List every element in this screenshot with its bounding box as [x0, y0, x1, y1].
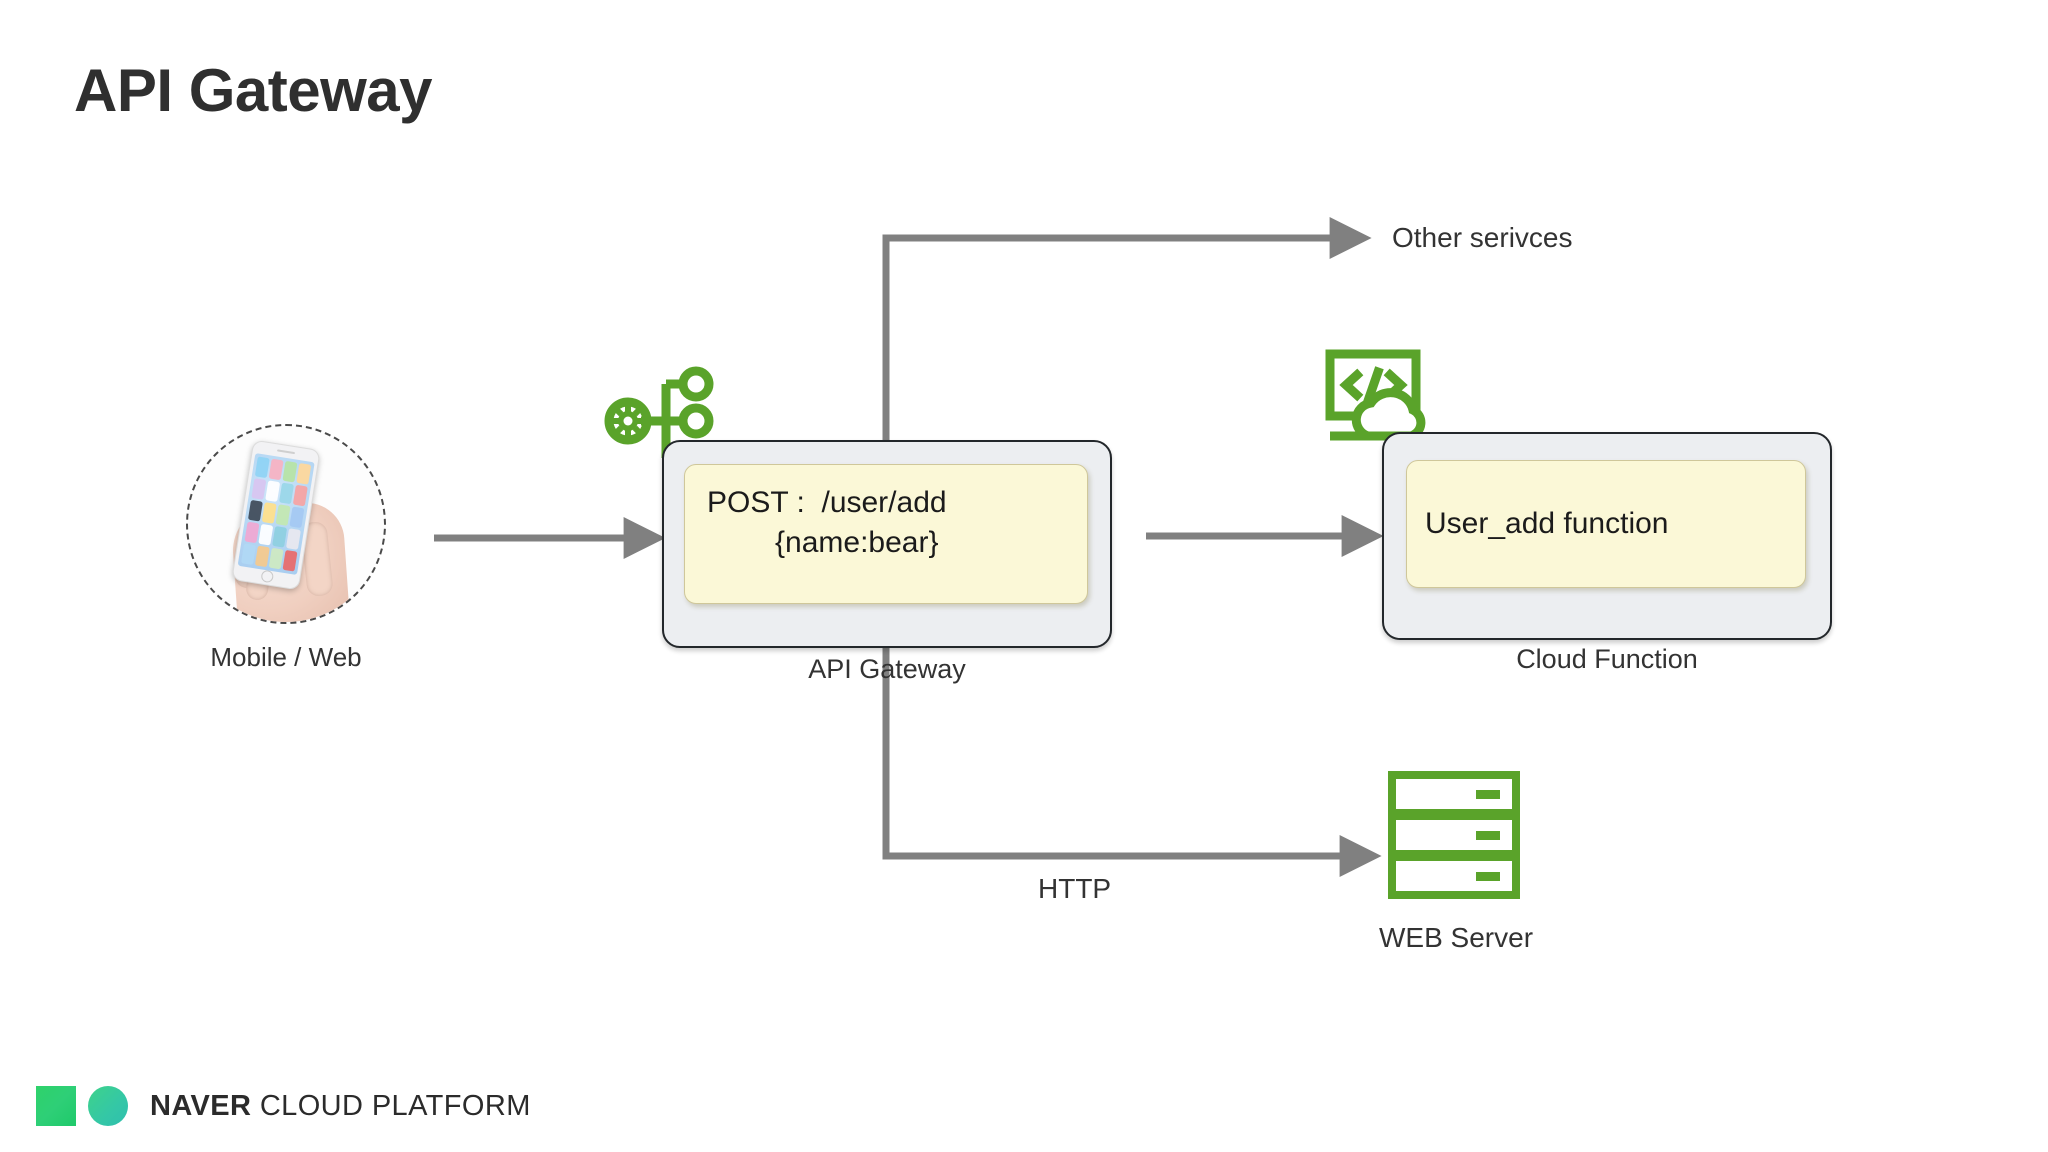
node-mobile-web[interactable]: Mobile / Web: [186, 424, 386, 672]
edge-label-http: HTTP: [1038, 873, 1112, 904]
app-icon: [241, 542, 257, 566]
api-gateway-request-box: POST : /user/add {name:bear}: [684, 464, 1088, 604]
phone-screen: [237, 453, 315, 576]
app-icon: [295, 462, 312, 486]
node-web-server[interactable]: WEB Server: [1379, 770, 1533, 953]
logo-wordmark: NAVER CLOUD PLATFORM: [150, 1090, 531, 1123]
app-icon: [265, 480, 281, 503]
arrow-gateway-to-other-services: [882, 217, 1372, 440]
cloud-function-name: User_add function: [1425, 507, 1669, 540]
app-icon: [251, 478, 267, 501]
request-line-body: {name:bear}: [775, 526, 939, 560]
node-api-gateway[interactable]: POST : /user/add {name:bear} API Gateway: [662, 440, 1112, 684]
naver-cloud-platform-logo: NAVER CLOUD PLATFORM: [36, 1086, 531, 1126]
mobile-phone-photo: [186, 424, 386, 624]
logo-circle-icon: [88, 1086, 128, 1126]
app-icon: [285, 527, 301, 550]
app-icon: [258, 523, 274, 546]
app-icon: [275, 504, 291, 527]
app-icon: [254, 456, 271, 479]
app-icon: [254, 545, 271, 568]
app-icon: [292, 484, 308, 507]
app-icon: [282, 460, 298, 483]
request-line-method-path: POST : /user/add: [707, 486, 947, 519]
app-icon: [261, 501, 278, 524]
page-title: API Gateway: [74, 57, 433, 124]
app-icon: [268, 458, 284, 481]
node-label-api-gateway: API Gateway: [808, 654, 966, 684]
node-label-web-server: WEB Server: [1378, 922, 1534, 953]
edge-label-other-services: Other serivces: [1392, 222, 1573, 253]
app-icon: [289, 506, 305, 529]
logo-text-naver: NAVER: [150, 1089, 252, 1122]
cloud-function-name-box: User_add function: [1406, 460, 1806, 588]
node-label-mobile-web: Mobile / Web: [210, 642, 362, 672]
app-icon: [268, 547, 284, 570]
logo-text-cloud-platform: CLOUD PLATFORM: [259, 1089, 531, 1122]
app-icon: [278, 482, 295, 505]
server-rack-icon: [1388, 771, 1520, 899]
node-label-cloud-function: Cloud Function: [1516, 644, 1698, 674]
logo-square-icon: [36, 1086, 76, 1126]
cloud-code-icon: [1324, 348, 1454, 460]
phone-speaker: [276, 449, 296, 455]
app-icon: [244, 521, 260, 544]
app-icon: [247, 499, 264, 522]
phone-home-button: [260, 569, 275, 584]
node-cloud-function[interactable]: User_add function Cloud Function: [1382, 432, 1832, 674]
app-icon: [282, 549, 298, 572]
app-icon: [271, 525, 288, 548]
